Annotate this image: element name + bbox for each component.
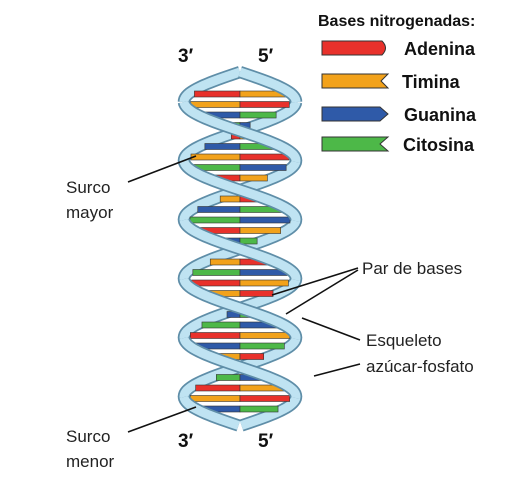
base-pair-0-left — [194, 90, 241, 98]
base-pair-8-right — [239, 174, 268, 182]
major-groove-leader-line — [127, 155, 197, 183]
legend-label-citosina: Citosina — [403, 135, 475, 155]
base-pair-5-left — [204, 143, 241, 150]
base-pair-25-right — [239, 395, 290, 402]
base-pair-9-left — [219, 195, 241, 203]
base-pair-25-left — [190, 395, 241, 402]
backbone-label-line2: azúcar-fosfato — [366, 357, 474, 376]
base-pair-16-right — [239, 279, 289, 287]
base-pair-11-left — [189, 216, 241, 224]
backbone-strand-b-segment-5 — [179, 337, 301, 399]
base-pair-21-right — [239, 342, 285, 350]
major-groove-label-line2: mayor — [66, 203, 114, 222]
strand-end-top-left: 3′ — [178, 46, 194, 67]
dna-helix — [177, 66, 303, 432]
label-minor-groove: Surco menor — [66, 406, 197, 471]
cytosine-base-icon — [321, 136, 390, 152]
backbone-strand-a-segment-2 — [179, 160, 301, 222]
base-pair-10-left — [197, 206, 241, 213]
label-major-groove: Surco mayor — [66, 155, 197, 222]
thymine-base-icon — [321, 73, 390, 89]
legend-item-adenina: Adenina — [321, 39, 476, 59]
backbone-leader-line-2 — [313, 363, 361, 377]
legend-title: Bases nitrogenadas: — [318, 13, 475, 30]
base-pair-14-left — [209, 258, 241, 266]
backbone-leader-line-1 — [301, 317, 361, 341]
base-pair-22-right — [239, 353, 265, 360]
base-pair-17-right — [239, 290, 274, 297]
legend-item-timina: Timina — [321, 72, 461, 92]
base-pair-6-left — [190, 153, 241, 161]
backbone-strand-a-segment-4 — [179, 278, 301, 340]
base-pair-20-left — [190, 332, 241, 339]
base-pair-13-right — [239, 237, 258, 245]
legend-label-guanina: Guanina — [404, 105, 477, 125]
label-sugar-phosphate-backbone: Esqueleto azúcar-fosfato — [301, 317, 474, 377]
backbone-strand-b-segment-6 — [240, 396, 301, 430]
strand-end-bottom-right: 5′ — [258, 431, 274, 452]
base-pair-19-left — [201, 321, 241, 329]
base-pair-20-right — [239, 332, 290, 339]
adenine-base-icon — [321, 40, 386, 56]
backbone-strand-a-segment-6 — [179, 396, 240, 430]
backbone-label-line1: Esqueleto — [366, 331, 442, 350]
minor-groove-leader-line — [127, 406, 197, 433]
minor-groove-label-line1: Surco — [66, 427, 110, 446]
base-pair-11-right — [239, 216, 291, 224]
legend-item-citosina: Citosina — [321, 135, 475, 155]
base-pair-1-left — [190, 101, 241, 108]
base-pair-26-right — [239, 405, 279, 413]
base-pair-7-right — [239, 164, 287, 171]
legend-label-adenina: Adenina — [404, 39, 476, 59]
backbone-strand-b-segment-3 — [179, 219, 301, 281]
base-pair-12-right — [239, 227, 281, 234]
base-pair-24-left — [195, 384, 241, 392]
legend-item-guanina: Guanina — [321, 105, 477, 125]
strand-end-bottom-left: 3′ — [178, 431, 194, 452]
base-pair-leader-line-1 — [271, 267, 359, 296]
base-pair-6-right — [239, 153, 290, 161]
minor-groove-label-line2: menor — [66, 452, 115, 471]
backbone-strand-b-segment-1 — [179, 101, 301, 163]
legend: Bases nitrogenadas: Adenina Timina Guani… — [318, 13, 477, 155]
base-pair-1-right — [239, 101, 290, 108]
base-pair-label: Par de bases — [362, 259, 462, 278]
legend-label-timina: Timina — [402, 72, 461, 92]
backbone-strand-front — [177, 66, 303, 432]
base-pair-23-left — [215, 374, 241, 381]
base-pair-leader-line-2 — [285, 269, 359, 315]
label-base-pair: Par de bases — [271, 259, 462, 315]
base-pair-2-right — [239, 111, 277, 119]
base-pair-15-left — [192, 269, 241, 276]
backbone-strand-a-segment-0 — [238, 67, 301, 103]
backbone-strand-b-segment-0 — [179, 67, 242, 103]
base-pair-16-left — [191, 279, 241, 287]
guanine-base-icon — [321, 106, 389, 122]
strand-end-top-right: 5′ — [258, 46, 274, 67]
major-groove-label-line1: Surco — [66, 178, 110, 197]
